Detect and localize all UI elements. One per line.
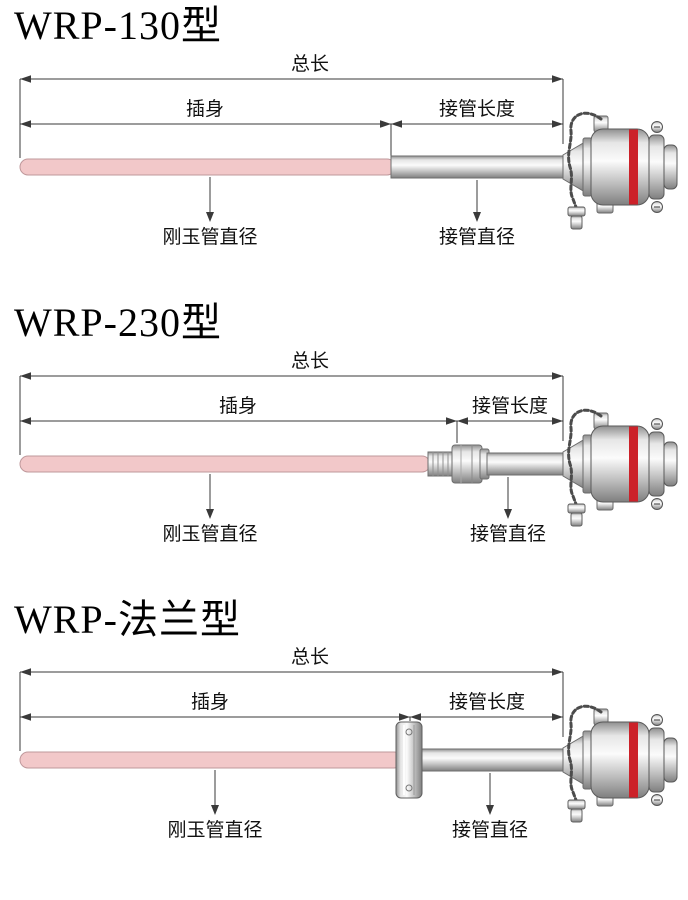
tube-diameter-label: 接管直径 xyxy=(439,226,515,248)
callout-corundum-diameter: 刚玉管直径 xyxy=(162,473,258,545)
dim-total-label: 总长 xyxy=(291,53,329,75)
arrow-left-icon xyxy=(20,668,31,677)
corundum-diameter-label: 刚玉管直径 xyxy=(167,819,262,841)
arrow-right-icon xyxy=(552,713,563,722)
dim-total: 总长 xyxy=(19,646,564,752)
diagram-wrp-130: 总长 插身 接管长度 刚玉管直径 接管直径 xyxy=(19,53,679,248)
flange-bolt-top xyxy=(405,728,413,736)
callout-tube-diameter: 接管直径 xyxy=(470,476,546,545)
threaded-fitting xyxy=(427,444,490,484)
callout-corundum-diameter: 刚玉管直径 xyxy=(162,176,258,248)
arrow-right-icon xyxy=(446,416,457,425)
arrow-down-icon xyxy=(504,508,512,519)
callout-tube-diameter: 接管直径 xyxy=(439,179,515,248)
metal-tube xyxy=(399,748,564,772)
arrow-left-icon xyxy=(410,713,421,722)
arrow-right-icon xyxy=(552,416,563,425)
diagram-wrp-230: 总长 插身 接管长度 xyxy=(19,350,679,545)
corundum-diameter-label: 刚玉管直径 xyxy=(162,523,257,545)
terminal-head xyxy=(561,111,679,231)
arrow-right-icon xyxy=(552,668,563,677)
metal-tube xyxy=(486,452,564,476)
callout-corundum-diameter: 刚玉管直径 xyxy=(167,770,263,841)
arrow-left-icon xyxy=(20,119,31,128)
arrow-left-icon xyxy=(20,371,31,380)
dim-tube-length-label: 接管长度 xyxy=(449,691,525,713)
dim-insert-label: 插身 xyxy=(191,691,229,713)
arrow-left-icon xyxy=(391,119,402,128)
dim-insert: 插身 xyxy=(20,395,458,443)
callout-tube-diameter: 接管直径 xyxy=(452,773,528,841)
arrow-left-icon xyxy=(20,416,31,425)
arrow-down-icon xyxy=(206,508,214,519)
arrow-right-icon xyxy=(552,74,563,83)
section-wrp-130: WRP-130型 总长 插身 接管长度 刚玉管直径 xyxy=(0,3,688,297)
dim-tube-length: 接管长度 xyxy=(410,691,563,722)
arrow-left-icon xyxy=(457,416,468,425)
arrow-right-icon xyxy=(552,119,563,128)
corundum-diameter-label: 刚玉管直径 xyxy=(162,226,257,248)
flange-bolt-bottom xyxy=(405,784,413,792)
tube-diameter-label: 接管直径 xyxy=(470,523,546,545)
section-title-wrp-flange: WRP-法兰型 xyxy=(14,596,241,642)
section-title-wrp-230: WRP-230型 xyxy=(14,299,222,345)
flange xyxy=(395,721,423,799)
dim-total-label: 总长 xyxy=(291,350,329,372)
metal-tube xyxy=(390,155,564,179)
section-wrp-flange: WRP-法兰型 总长 插身 接管长度 xyxy=(0,596,688,891)
dim-tube-length-label: 接管长度 xyxy=(439,98,515,120)
arrow-left-icon xyxy=(20,74,31,83)
dim-tube-length: 接管长度 xyxy=(457,395,563,425)
dim-insert-label: 插身 xyxy=(219,395,257,417)
dim-insert: 插身 xyxy=(20,691,411,722)
arrow-right-icon xyxy=(380,119,391,128)
arrow-down-icon xyxy=(206,211,214,222)
corundum-tube xyxy=(19,455,431,473)
section-title-wrp-130: WRP-130型 xyxy=(14,3,222,48)
diagram-wrp-flange: 总长 插身 接管长度 刚玉管直径 xyxy=(19,646,679,841)
arrow-down-icon xyxy=(211,805,219,816)
hex-nut xyxy=(451,444,483,484)
dim-total: 总长 xyxy=(19,53,564,158)
section-wrp-230: WRP-230型 总长 插身 接管长度 xyxy=(0,299,688,594)
terminal-head xyxy=(561,408,679,528)
arrow-right-icon xyxy=(552,371,563,380)
corundum-tube xyxy=(19,158,396,176)
dim-tube-length: 接管长度 xyxy=(391,98,563,128)
dim-tube-length-label: 接管长度 xyxy=(472,395,548,417)
dim-total-label: 总长 xyxy=(291,646,329,668)
dim-insert-label: 插身 xyxy=(186,98,224,120)
arrow-down-icon xyxy=(473,211,481,222)
terminal-head xyxy=(561,705,679,824)
corundum-tube xyxy=(19,751,403,769)
page: { "colors": { "tube_pink": "#f2c8c9", "t… xyxy=(0,3,688,891)
tube-diameter-label: 接管直径 xyxy=(452,819,528,841)
arrow-down-icon xyxy=(486,805,494,816)
arrow-left-icon xyxy=(20,713,31,722)
arrow-right-icon xyxy=(399,713,410,722)
dim-total: 总长 xyxy=(19,350,564,455)
dim-insert: 插身 xyxy=(20,98,392,157)
